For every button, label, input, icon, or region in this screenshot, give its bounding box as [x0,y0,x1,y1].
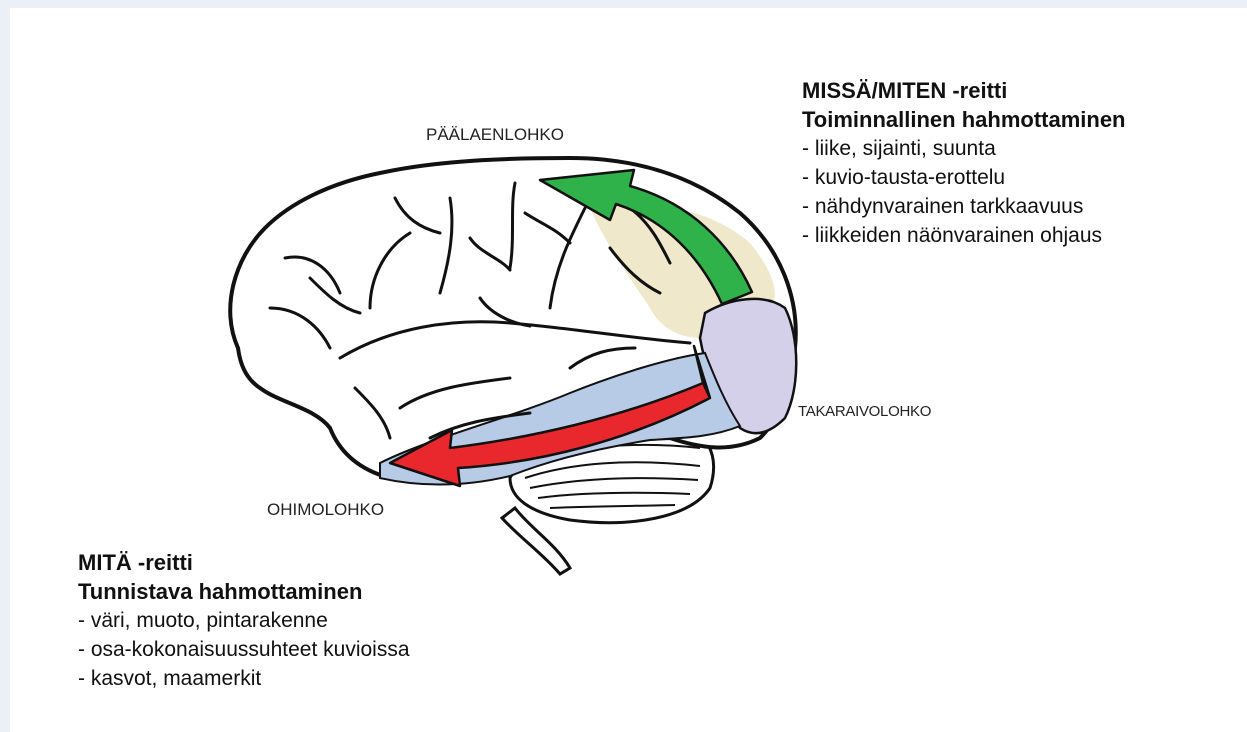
what-path-title: MITÄ -reitti [78,548,410,577]
where-path-subtitle: Toiminnallinen hahmottaminen [802,105,1126,134]
where-path-item: - liikkeiden näönvarainen ohjaus [802,221,1126,250]
label-temporal: OHIMOLOHKO [267,500,384,520]
where-path-block: MISSÄ/MITEN -reitti Toiminnallinen hahmo… [802,76,1126,250]
what-path-subtitle: Tunnistava hahmottaminen [78,577,410,606]
where-path-title: MISSÄ/MITEN -reitti [802,76,1126,105]
what-path-item: - väri, muoto, pintarakenne [78,606,410,635]
diagram-canvas: PÄÄLAENLOHKO TAKARAIVOLOHKO OHIMOLOHKO M… [10,8,1247,732]
what-path-block: MITÄ -reitti Tunnistava hahmottaminen - … [78,548,410,693]
what-path-item: - osa-kokonaisuussuhteet kuvioissa [78,635,410,664]
where-path-item: - nähdynvarainen tarkkaavuus [802,192,1126,221]
what-path-item: - kasvot, maamerkit [78,664,410,693]
where-path-item: - kuvio-tausta-erottelu [802,163,1126,192]
label-occipital: TAKARAIVOLOHKO [798,403,931,420]
where-path-item: - liike, sijainti, suunta [802,134,1126,163]
label-parietal: PÄÄLAENLOHKO [426,125,564,145]
